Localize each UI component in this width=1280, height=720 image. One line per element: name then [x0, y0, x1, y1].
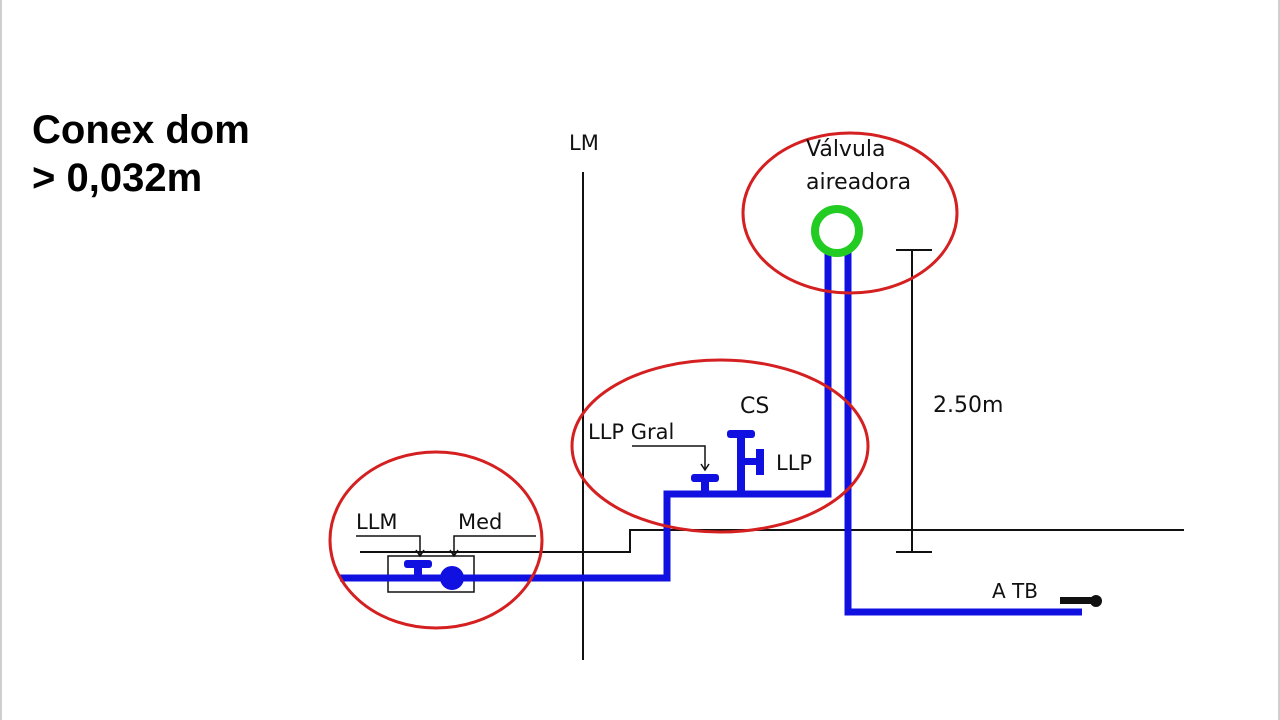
label-llp: LLP — [776, 451, 812, 475]
title-line-2: > 0,032m — [32, 156, 203, 200]
highlight-circle-meter — [328, 450, 544, 630]
highlight-circle-aerator — [741, 131, 959, 295]
drain-pipe — [844, 252, 1082, 616]
llp-gral-valve-icon — [691, 474, 719, 494]
meter-box — [387, 555, 475, 593]
llp-valve-icon — [756, 449, 764, 475]
title-line-1: Conex dom — [32, 108, 250, 152]
tb-fitting-icon — [1060, 595, 1102, 607]
slide-border-right — [1278, 0, 1280, 720]
label-height: 2.50m — [933, 393, 1003, 418]
slide-title: Conex dom > 0,032m — [32, 106, 250, 202]
cs-fitting-icon — [727, 430, 757, 494]
llm-leader-arrow — [415, 549, 425, 558]
label-llp-gral: LLP Gral — [588, 420, 674, 444]
slide-border-left — [0, 0, 2, 720]
med-leader-arrow — [449, 549, 459, 558]
aerator-valve-icon — [811, 205, 863, 257]
label-cs: CS — [740, 394, 769, 419]
height-dimension — [896, 249, 932, 553]
llm-leader — [356, 535, 421, 556]
label-lm: LM — [569, 131, 599, 155]
supply-pipe — [340, 252, 832, 582]
llp-gral-leader-arrow — [700, 463, 710, 472]
med-leader — [453, 535, 536, 556]
highlight-circle-valves — [570, 358, 870, 534]
label-a-tb: A TB — [992, 579, 1038, 603]
label-valve-line-1: Válvula — [806, 137, 886, 162]
ground-level-line — [360, 529, 1184, 553]
llm-valve-icon — [404, 560, 432, 578]
label-med: Med — [458, 510, 502, 534]
label-llm: LLM — [356, 510, 398, 534]
llp-gral-leader — [632, 445, 706, 470]
meter-icon — [440, 566, 464, 590]
label-valve-line-2: aireadora — [806, 170, 911, 195]
